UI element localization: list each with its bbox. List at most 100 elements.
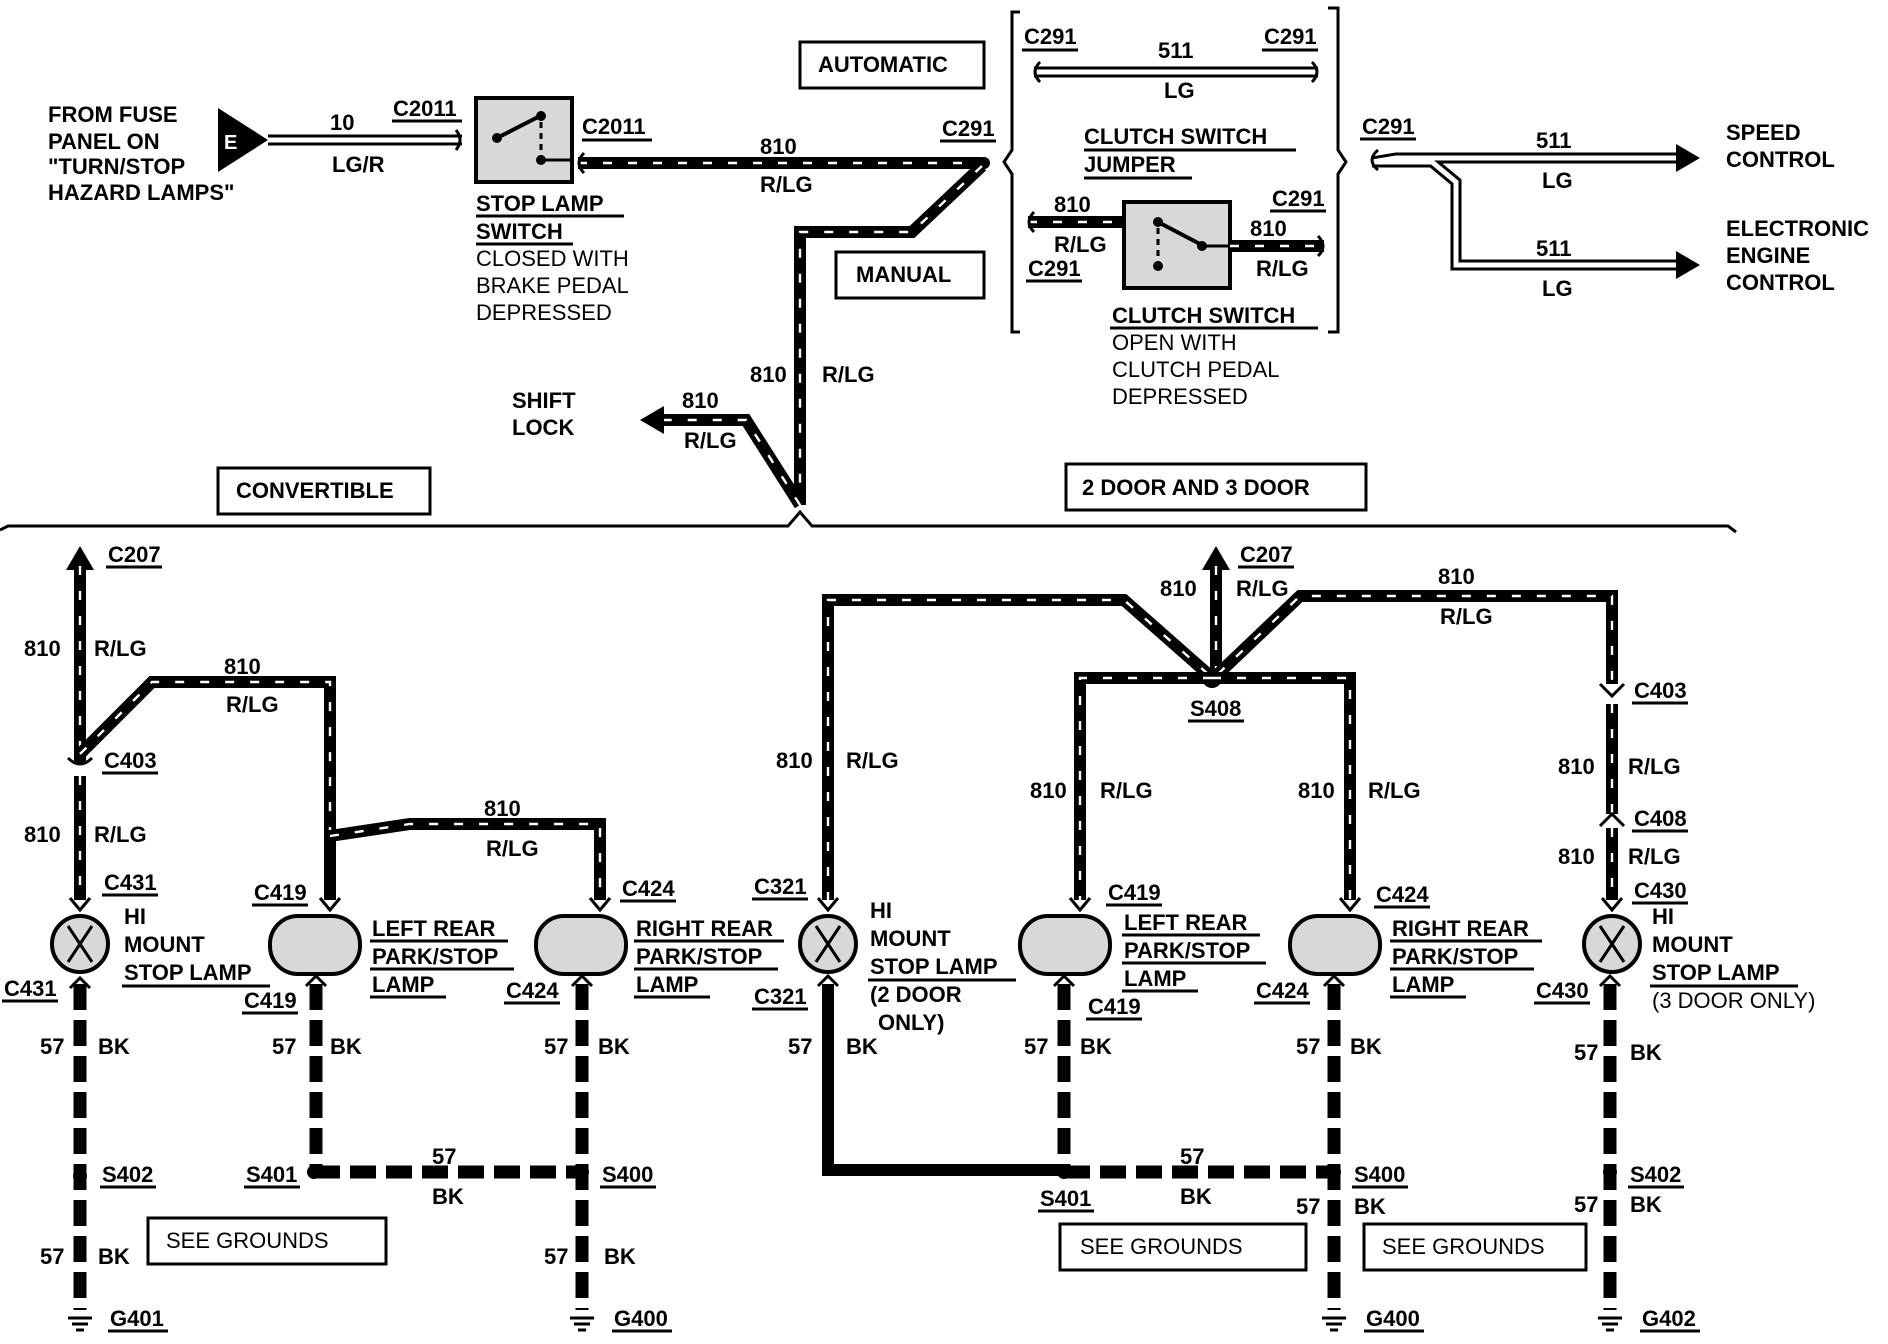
c419-connector-left-bot: C419 bbox=[244, 988, 297, 1013]
door-rr-bk: BK bbox=[1350, 1034, 1382, 1059]
conv-wire-810-num-a: 810 bbox=[24, 636, 61, 661]
c2011-connector-a: C2011 bbox=[393, 96, 457, 121]
stop-lamp-switch-desc-2: BRAKE PEDAL bbox=[476, 273, 629, 298]
g400-ground-right: G400 bbox=[1366, 1306, 1420, 1331]
manual-box bbox=[834, 250, 986, 300]
fuse-label-line1: FROM FUSE bbox=[48, 102, 178, 127]
c291-connector-clutch-left: C291 bbox=[1028, 256, 1081, 281]
c207-up-arrow-right-icon bbox=[1202, 546, 1230, 570]
conv-gnd-bk-b: BK bbox=[98, 1244, 130, 1269]
left-rear-conv-label-1: LEFT REAR bbox=[372, 916, 496, 941]
fuse-label-line4: HAZARD LAMPS" bbox=[48, 180, 234, 205]
hi-mount-2door-label-4: (2 DOOR bbox=[870, 982, 962, 1007]
left-rear-lamp-conv-icon bbox=[268, 914, 362, 976]
c424-connector-right-top: C424 bbox=[1376, 882, 1429, 907]
hi-mount-2door-label-5: ONLY) bbox=[878, 1010, 944, 1035]
stop-lamp-switch-title-1: STOP LAMP bbox=[476, 191, 604, 216]
clutch-jumper-title-1: CLUTCH SWITCH bbox=[1084, 124, 1267, 149]
fuse-connector-icon bbox=[218, 108, 268, 172]
see-grounds-box-2 bbox=[1058, 1222, 1308, 1272]
clutch-switch-desc-3: DEPRESSED bbox=[1112, 384, 1248, 409]
conv-lr-bk: BK bbox=[330, 1034, 362, 1059]
door-810-num-b: 810 bbox=[776, 748, 813, 773]
hi-mount-2door-label-3: STOP LAMP bbox=[870, 954, 998, 979]
two-three-door-label: 2 DOOR AND 3 DOOR bbox=[1082, 475, 1310, 500]
wire-10-color: LG/R bbox=[332, 152, 385, 177]
conv-rr-57-b: 57 bbox=[544, 1244, 568, 1269]
fuse-label-line2: PANEL ON bbox=[48, 129, 160, 154]
wire-810-color-top: R/LG bbox=[760, 172, 813, 197]
conv-gnd-57-a: 57 bbox=[40, 1034, 64, 1059]
g402-ground-icon bbox=[1598, 1316, 1622, 1332]
wire-810-color-shift: R/LG bbox=[684, 428, 737, 453]
clutch-switch-desc-2: CLUTCH PEDAL bbox=[1112, 357, 1279, 382]
conv-bridge-57: 57 bbox=[432, 1144, 456, 1169]
conv-bridge-bk: BK bbox=[432, 1184, 464, 1209]
eec-label-1: ELECTRONIC bbox=[1726, 216, 1869, 241]
wire-10-lgr: 10 LG/R C2011 bbox=[268, 96, 462, 177]
see-grounds-box-3 bbox=[1362, 1222, 1588, 1272]
g400-ground-right-icon bbox=[1322, 1316, 1346, 1332]
right-rear-conv-label-2: PARK/STOP bbox=[636, 944, 762, 969]
conv-rr-bk-b: BK bbox=[604, 1244, 636, 1269]
eec-wire-color: LG bbox=[1542, 276, 1573, 301]
c291-connector-jumper-right: C291 bbox=[1264, 24, 1317, 49]
door-810-num-c: 810 bbox=[1438, 564, 1475, 589]
c430-connector-top: C430 bbox=[1634, 878, 1687, 903]
c424-connector-left-bot: C424 bbox=[506, 978, 559, 1003]
conv-rr-bk: BK bbox=[598, 1034, 630, 1059]
door-rr-bk-b: BK bbox=[1354, 1194, 1386, 1219]
hi-mount-conv-label-3: STOP LAMP bbox=[124, 960, 252, 985]
hi-mount-3door-label-2: MOUNT bbox=[1652, 932, 1733, 957]
right-rear-lamp-door-icon bbox=[1288, 914, 1382, 976]
two-three-door-circuit: C207 810 R/LG S408 810 R/LG 810 R/LG 810… bbox=[752, 542, 1815, 1333]
conv-wire-810-color-a: R/LG bbox=[94, 636, 147, 661]
stop-lamp-switch-desc-1: CLOSED WITH bbox=[476, 246, 629, 271]
clutch-out-number: 810 bbox=[1250, 216, 1287, 241]
conv-gnd-57-b: 57 bbox=[40, 1244, 64, 1269]
door-810-num-f: 810 bbox=[1558, 754, 1595, 779]
door-hm-bk: BK bbox=[846, 1034, 878, 1059]
s401-splice-left: S401 bbox=[246, 1162, 297, 1187]
door-3d-57-b: 57 bbox=[1574, 1192, 1598, 1217]
left-brace bbox=[1002, 10, 1020, 334]
c431-connector-top: C431 bbox=[104, 870, 157, 895]
door-rr-57-b: 57 bbox=[1296, 1194, 1320, 1219]
door-bridge-bk: BK bbox=[1180, 1184, 1212, 1209]
speed-wire-number: 511 bbox=[1536, 128, 1572, 153]
wire-810-number-mid: 810 bbox=[750, 362, 787, 387]
stop-lamp-switch: STOP LAMP SWITCH CLOSED WITH BRAKE PEDAL… bbox=[474, 96, 629, 325]
right-rear-conv-label-3: LAMP bbox=[636, 972, 698, 997]
fuse-connector-letter: E bbox=[224, 132, 237, 154]
g400-ground-left-icon bbox=[570, 1316, 594, 1332]
conv-wire-810-color-c: R/LG bbox=[94, 822, 147, 847]
c419-connector-right-bot: C419 bbox=[1088, 994, 1141, 1019]
variant-divider bbox=[0, 509, 1737, 534]
door-lr-57: 57 bbox=[1024, 1034, 1048, 1059]
see-grounds-label-3: SEE GROUNDS bbox=[1382, 1234, 1545, 1259]
left-rear-door-label-3: LAMP bbox=[1124, 966, 1186, 991]
wire-810-number-top: 810 bbox=[760, 134, 797, 159]
door-810-color-c: R/LG bbox=[1440, 604, 1493, 629]
s401-splice-right: S401 bbox=[1040, 1186, 1091, 1211]
c403-right-icon bbox=[1598, 682, 1626, 699]
s402-splice-left: S402 bbox=[102, 1162, 153, 1187]
conv-wire-810-color-d: R/LG bbox=[486, 836, 539, 861]
clutch-in-color: R/LG bbox=[1054, 232, 1107, 257]
clutch-in-number: 810 bbox=[1054, 192, 1091, 217]
hi-mount-3door-label-4: (3 DOOR ONLY) bbox=[1652, 988, 1815, 1013]
c431-connector-bot: C431 bbox=[4, 976, 57, 1001]
door-lr-bk: BK bbox=[1080, 1034, 1112, 1059]
speed-control-label-2: CONTROL bbox=[1726, 147, 1835, 172]
hi-mount-2door-label-1: HI bbox=[870, 898, 892, 923]
clutch-switch-desc-1: OPEN WITH bbox=[1112, 330, 1237, 355]
c291-connector-output: C291 bbox=[1362, 114, 1415, 139]
c430-connector-bot: C430 bbox=[1536, 978, 1589, 1003]
c207-connector-left: C207 bbox=[108, 542, 161, 567]
door-3d-bk: BK bbox=[1630, 1040, 1662, 1065]
c2011-connector-b: C2011 bbox=[582, 114, 646, 139]
shift-lock-arrow-icon bbox=[640, 406, 664, 434]
s408-splice: S408 bbox=[1190, 696, 1241, 721]
see-grounds-box-1 bbox=[146, 1216, 388, 1266]
left-rear-lamp-door-icon bbox=[1018, 914, 1112, 976]
